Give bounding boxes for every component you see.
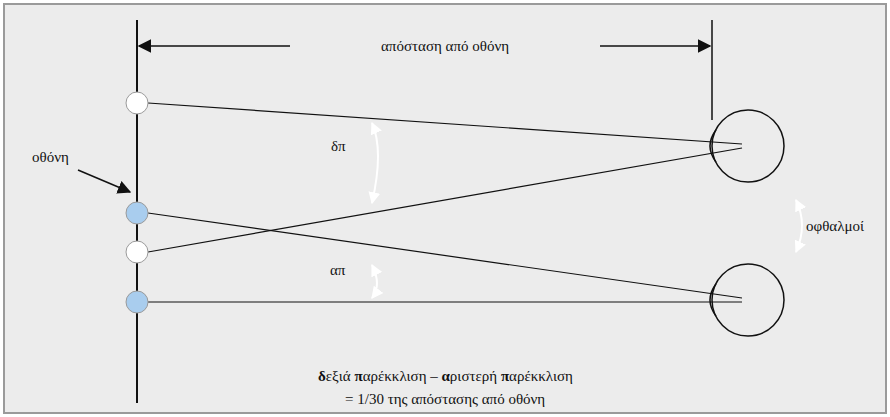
eye (712, 110, 784, 182)
leader-arrow (78, 170, 130, 192)
eye-lens (710, 284, 716, 316)
panel (4, 4, 886, 413)
eyes-label: οφθαλμοί (804, 217, 866, 235)
dimension-arrow (600, 45, 710, 47)
angle-arc (372, 265, 377, 298)
dimension-label: απόσταση από οθόνη (379, 37, 511, 55)
caption-line: δεξιά παρέκκλιση – αριστερή παρέκκλιση (316, 367, 575, 385)
eyes-arc (796, 200, 802, 252)
dimension-arrow (139, 45, 290, 47)
sight-line (148, 148, 742, 252)
eye (712, 264, 784, 336)
sight-line (148, 213, 742, 298)
angle-label: δπ (329, 137, 348, 155)
screen-label: οθόνη (30, 148, 71, 166)
sight-line (148, 301, 742, 302)
blue-dot (126, 291, 148, 313)
white-dot (126, 241, 148, 263)
angle-label: απ (328, 261, 347, 279)
blue-dot (126, 202, 148, 224)
white-dot (126, 92, 148, 114)
caption-line: = 1/30 της απόστασης από οθόνη (343, 390, 547, 408)
sight-line (148, 103, 742, 144)
eye-tick (711, 20, 713, 120)
angle-arc (372, 123, 378, 203)
eye-lens (710, 130, 716, 162)
